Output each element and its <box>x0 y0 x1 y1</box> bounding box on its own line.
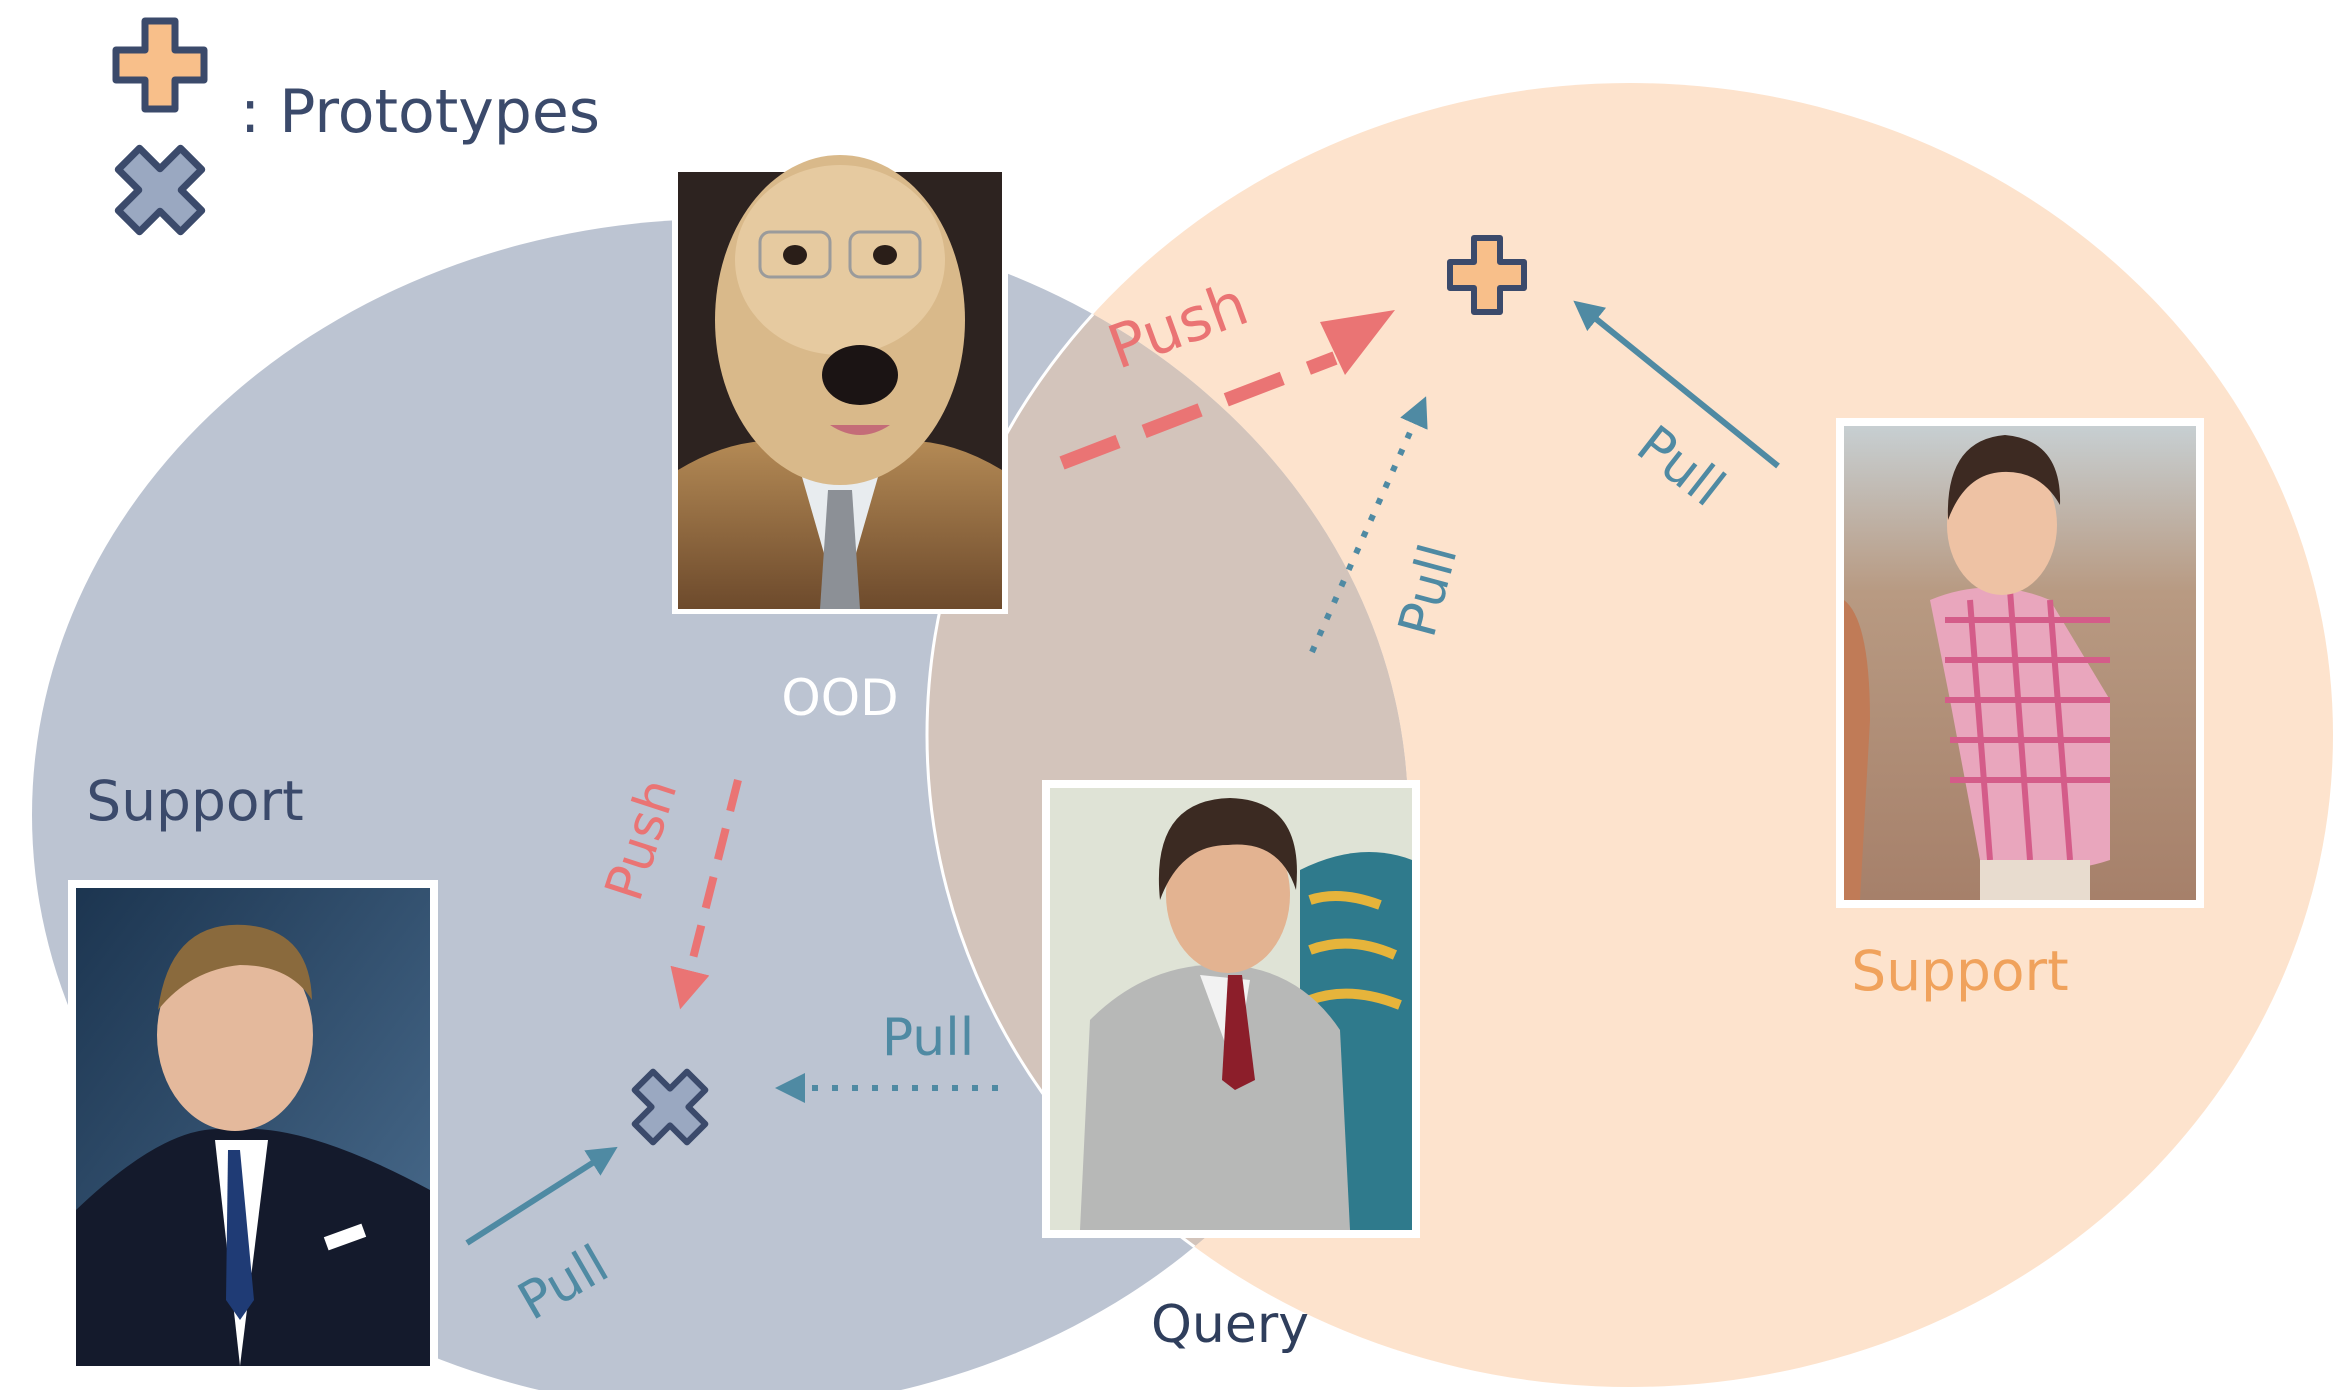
plus-icon <box>1447 235 1527 315</box>
push-arrow-left <box>670 779 742 1010</box>
legend: : Prototypes <box>112 17 600 236</box>
cross-icon <box>114 144 206 236</box>
pull-arrow-right-dotted <box>1309 396 1428 654</box>
legend-label: : Prototypes <box>240 77 600 147</box>
pull-arrow-right-solid <box>1573 300 1780 469</box>
prototype-gray <box>631 1068 709 1146</box>
query-image <box>1042 780 1420 1238</box>
support-right-label: Support <box>1851 939 2068 1003</box>
ood-label: OOD <box>781 669 898 727</box>
pull-arrow-left-solid <box>465 1146 618 1246</box>
peach-region-outline <box>925 219 1408 1389</box>
push-arrow-top-head <box>1320 310 1395 375</box>
ood-image <box>672 155 1008 614</box>
region-labels: OOD Support Support Query <box>86 669 2068 1355</box>
plus-icon <box>112 17 208 113</box>
pull-label-left-dotted: Pull <box>882 1008 974 1068</box>
prototype-peach <box>1447 235 1527 315</box>
push-arrow-top <box>1059 351 1338 470</box>
cross-icon <box>631 1068 709 1146</box>
support-left-label: Support <box>86 769 303 833</box>
support-left-image <box>68 880 438 1370</box>
query-label: Query <box>1151 1295 1309 1355</box>
support-right-image <box>1836 418 2204 908</box>
